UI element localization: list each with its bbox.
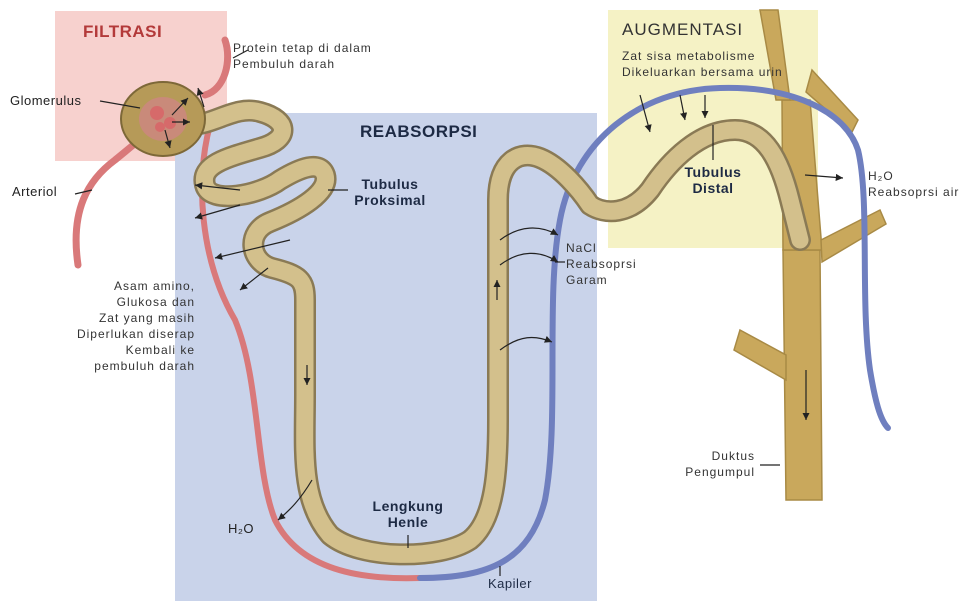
zat-sisa-label: Zat sisa metabolisme Dikeluarkan bersama… <box>622 48 783 80</box>
kapiler-label: Kapiler <box>488 576 532 592</box>
nacl-label: NaCl Reabsoprsi Garam <box>566 240 637 288</box>
h2o-left-label: H₂O <box>228 521 254 537</box>
reabsorpsi-title: REABSORPSI <box>360 122 477 142</box>
h2o-right-label: H₂O Reabsoprsi air <box>868 168 959 200</box>
tubulus-proksimal-label: Tubulus Proksimal <box>345 176 435 208</box>
protein-label: Protein tetap di dalam Pembuluh darah <box>233 40 372 72</box>
tubulus-distal-label: Tubulus Distal <box>668 164 758 196</box>
lengkung-henle-label: Lengkung Henle <box>360 498 456 530</box>
augmentasi-title: AUGMENTASI <box>622 20 743 40</box>
glomerulus-label: Glomerulus <box>10 93 81 109</box>
filtrasi-title: FILTRASI <box>83 22 162 42</box>
glomerulus-capsule <box>121 82 205 156</box>
arteriol-label: Arteriol <box>12 184 57 200</box>
asam-amino-label: Asam amino, Glukosa dan Zat yang masih D… <box>60 278 195 374</box>
duktus-label: Duktus Pengumpul <box>655 448 755 480</box>
